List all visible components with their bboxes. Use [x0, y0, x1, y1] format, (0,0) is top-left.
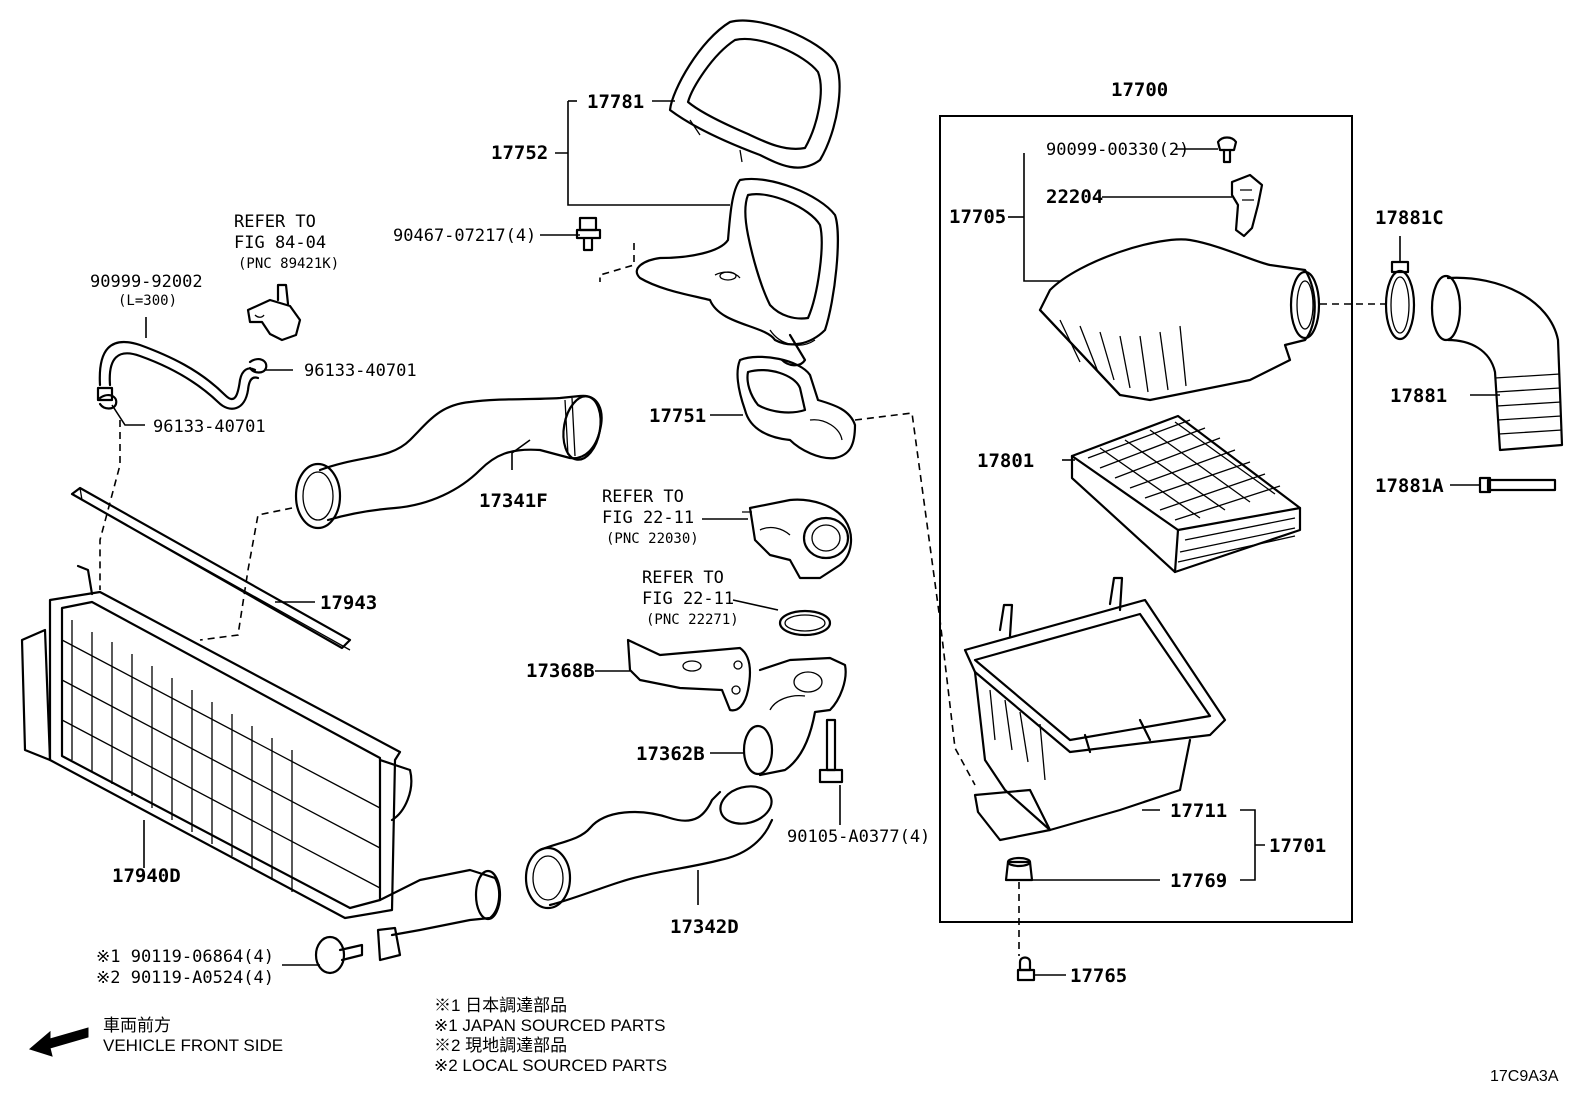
label-17881c: 17881C — [1375, 207, 1444, 229]
note-japan-sourced-jp: ※1 日本調達部品 — [434, 996, 567, 1015]
air-cleaner-case-17711-drawing — [963, 576, 1227, 842]
label-90999: 90999-92002 — [90, 272, 203, 292]
reference-line-1: REFER TO — [642, 568, 724, 588]
label-17940d: 17940D — [112, 865, 181, 887]
label-17943: 17943 — [320, 592, 377, 614]
label-17801: 17801 — [977, 450, 1034, 472]
label-22204: 22204 — [1046, 186, 1103, 208]
air-cleaner-cap-17705-drawing — [1038, 238, 1321, 402]
reference-fig-22-11-a: REFER TO FIG 22-11 (PNC 22030) — [602, 487, 699, 547]
filter-element-17801-drawing — [1070, 414, 1302, 574]
leader-lines — [111, 100, 1500, 976]
reference-fig-84-04: REFER TO FIG 84-04 (PNC 89421K) — [234, 212, 339, 272]
reference-line-1: REFER TO — [602, 487, 684, 507]
label-17341f: 17341F — [479, 490, 548, 512]
label-96133-lower: 96133-40701 — [153, 417, 266, 437]
reference-line-3: (PNC 22271) — [646, 612, 739, 628]
label-17752: 17752 — [491, 142, 548, 164]
vehicle-front-arrow-icon — [28, 1027, 89, 1057]
seal-ring-17781-drawing — [668, 19, 841, 169]
label-17751: 17751 — [649, 405, 706, 427]
intercooler-hose-17342d-drawing — [524, 785, 774, 910]
label-17700: 17700 — [1111, 79, 1168, 101]
strip-17943-drawing — [70, 486, 352, 651]
bolt-17881a-drawing — [1478, 476, 1557, 494]
bolt-90105-drawing — [818, 718, 844, 784]
air-hose-17881-drawing — [1430, 274, 1564, 452]
note-japan-sourced-en: ※1 JAPAN SOURCED PARTS — [434, 1016, 666, 1035]
bolt-90119-drawing — [314, 935, 364, 975]
note-local-sourced-en: ※2 LOCAL SOURCED PARTS — [434, 1056, 667, 1075]
direction-label-jp: 車両前方 — [103, 1016, 171, 1035]
valve-17765-drawing — [1016, 956, 1036, 982]
grommet-17769-drawing — [1004, 856, 1034, 882]
reference-line-2: FIG 22-11 — [602, 508, 694, 528]
intercooler-17940d-drawing — [20, 564, 502, 962]
gasket-22271-drawing — [778, 609, 832, 637]
clip-96133-lower-drawing — [98, 394, 118, 410]
elbow-17362b-drawing — [742, 656, 847, 777]
throttle-body-22030-drawing — [742, 498, 853, 580]
clip-96133-upper-drawing — [248, 358, 268, 374]
label-90099: 90099-00330(2) — [1046, 140, 1189, 160]
hose-clamp-17881c-drawing — [1384, 260, 1416, 341]
label-17769: 17769 — [1170, 870, 1227, 892]
reference-line-2: FIG 22-11 — [642, 589, 734, 609]
legend-notes: 車両前方 VEHICLE FRONT SIDE ※1 日本調達部品 ※1 JAP… — [103, 996, 1559, 1085]
intercooler-hose-17341f-drawing — [294, 394, 603, 530]
reference-fig-22-11-b: REFER TO FIG 22-11 (PNC 22271) — [642, 568, 739, 628]
direction-label-en: VEHICLE FRONT SIDE — [103, 1036, 283, 1055]
note-local-sourced-jp: ※2 現地調達部品 — [434, 1036, 567, 1055]
duct-17751-drawing — [736, 355, 857, 460]
bracket-17368b-drawing — [626, 638, 751, 712]
label-90119-jp: ※1 90119-06864(4) — [96, 947, 274, 967]
label-90119-local: ※2 90119-A0524(4) — [96, 968, 274, 988]
sensor-89421k-drawing — [246, 283, 302, 342]
inlet-duct-17752-drawing — [635, 177, 839, 367]
dashed-connectors — [99, 243, 1385, 956]
bolt-90467-drawing — [575, 216, 602, 252]
reference-line-3: (PNC 22030) — [606, 531, 699, 547]
label-17881: 17881 — [1390, 385, 1447, 407]
label-17705: 17705 — [949, 206, 1006, 228]
label-17881a: 17881A — [1375, 475, 1444, 497]
mass-airflow-sensor-22204-drawing — [1230, 173, 1264, 238]
part-labels: 17781 17752 90467-07217(4) 90999-92002 (… — [90, 79, 1447, 988]
label-17781: 17781 — [587, 91, 644, 113]
screw-90099-drawing — [1216, 136, 1238, 164]
label-17368b: 17368B — [526, 660, 595, 682]
figure-code: 17C9A3A — [1490, 1068, 1559, 1085]
reference-line-3: (PNC 89421K) — [238, 256, 339, 272]
reference-line-1: REFER TO — [234, 212, 316, 232]
reference-notes: REFER TO FIG 84-04 (PNC 89421K) REFER TO… — [234, 212, 739, 628]
label-90105: 90105-A0377(4) — [787, 827, 930, 847]
label-17362b: 17362B — [636, 743, 705, 765]
label-90467: 90467-07217(4) — [393, 226, 536, 246]
label-17701: 17701 — [1269, 835, 1326, 857]
vacuum-hose-90999-drawing — [96, 340, 260, 410]
label-90999-length: (L=300) — [118, 293, 177, 309]
reference-line-2: FIG 84-04 — [234, 233, 326, 253]
label-17711: 17711 — [1170, 800, 1227, 822]
label-96133-upper: 96133-40701 — [304, 361, 417, 381]
assembly-box-17700 — [939, 115, 1353, 923]
label-17765: 17765 — [1070, 965, 1127, 987]
label-17342d: 17342D — [670, 916, 739, 938]
